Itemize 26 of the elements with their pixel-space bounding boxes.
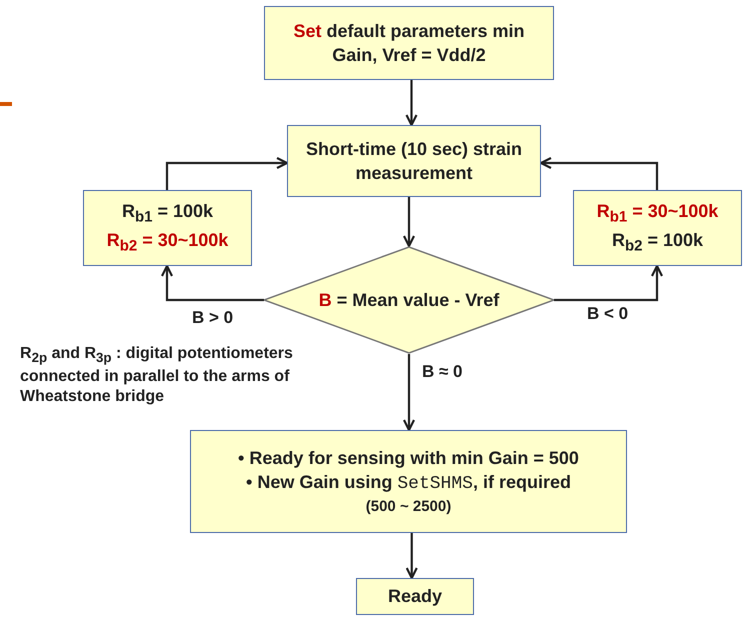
node-text: Set default parameters min Gain, Vref = Vdd/2	[292, 20, 526, 67]
process-box	[573, 190, 742, 266]
process-box	[83, 190, 252, 266]
process-box	[190, 430, 627, 533]
node-text: (500 ~ 2500)	[364, 496, 452, 517]
node-text: R$_{b2}$ = 30~100k	[106, 229, 230, 257]
node-text: • Ready for sensing with min Gain = 500	[237, 447, 580, 470]
node-text: • New Gain using SetSHMS, if required	[245, 471, 572, 496]
node-text: B = Mean value - Vref	[318, 288, 500, 312]
arrow	[554, 264, 664, 302]
node-text: R$_{b1}$ = 30~100k	[596, 200, 720, 228]
arrow	[406, 533, 418, 580]
arrow	[402, 197, 416, 248]
node-text: R$_{b2}$ = 100k	[610, 229, 704, 257]
arrow	[166, 156, 288, 190]
node-text: Short-time (10 sec) strain measurement	[304, 138, 524, 185]
arrow	[402, 354, 416, 432]
arrow	[540, 156, 658, 190]
process-box	[287, 125, 541, 197]
node-text: R$_{b1}$ = 100k	[120, 200, 214, 228]
arrow	[160, 264, 264, 302]
process-box	[356, 578, 474, 615]
arrow	[405, 80, 418, 126]
note-text: R$_{2p}$ and R$_{3p}$ : digital potentiometers connected in parallel to the arms of Wheatstone bridge	[20, 344, 294, 408]
process-box	[264, 6, 554, 80]
node-text: Ready	[386, 585, 444, 608]
